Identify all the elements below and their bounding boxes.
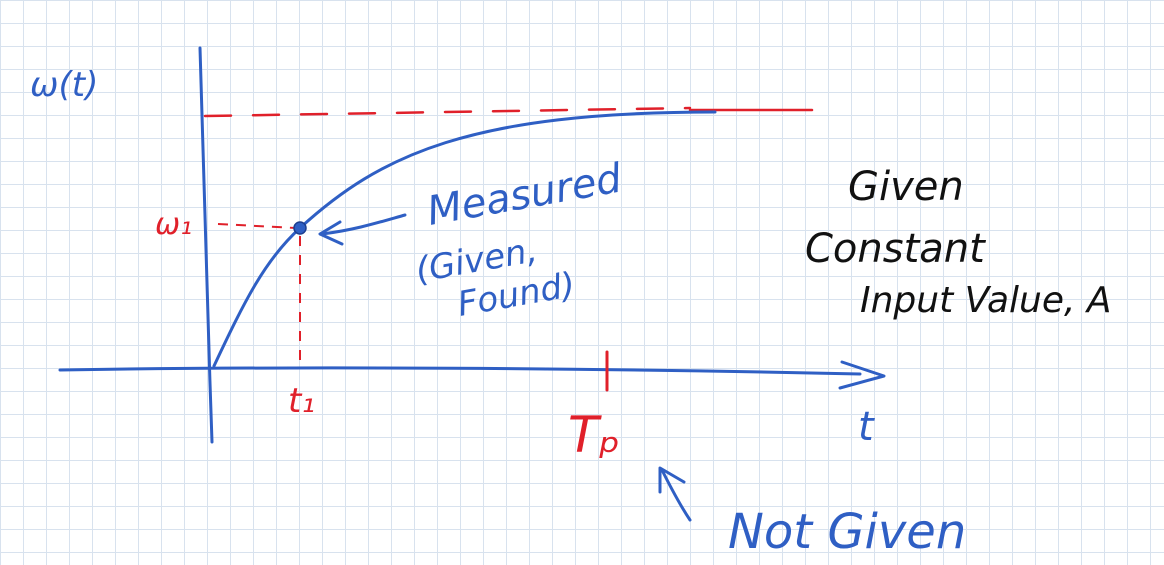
not-given-arrow (660, 468, 692, 522)
measured-point (293, 221, 307, 235)
t1-label: t₁ (288, 381, 315, 421)
measured-arrowhead (318, 220, 344, 246)
w1-label: ω₁ (155, 207, 192, 242)
measured-label: Measured (424, 155, 626, 234)
w1-dotted-guide (217, 223, 297, 229)
x-axis-arrowhead (838, 360, 886, 390)
given-label: Given (848, 164, 964, 210)
x-axis (58, 366, 862, 376)
tau-label: Tₚ (568, 406, 620, 464)
not-given-arrowhead (658, 466, 686, 494)
response-curve (212, 110, 717, 368)
constant-label: Constant (805, 226, 986, 272)
x-axis-label: t (858, 404, 875, 450)
y-axis-label: ω(t) (30, 65, 98, 105)
steady-state-dashed-line (203, 106, 692, 118)
y-axis (198, 46, 214, 444)
measured-arrow (320, 213, 407, 236)
not-given-label: Not Given (728, 504, 966, 560)
input-value-label: Input Value, A (860, 280, 1112, 321)
